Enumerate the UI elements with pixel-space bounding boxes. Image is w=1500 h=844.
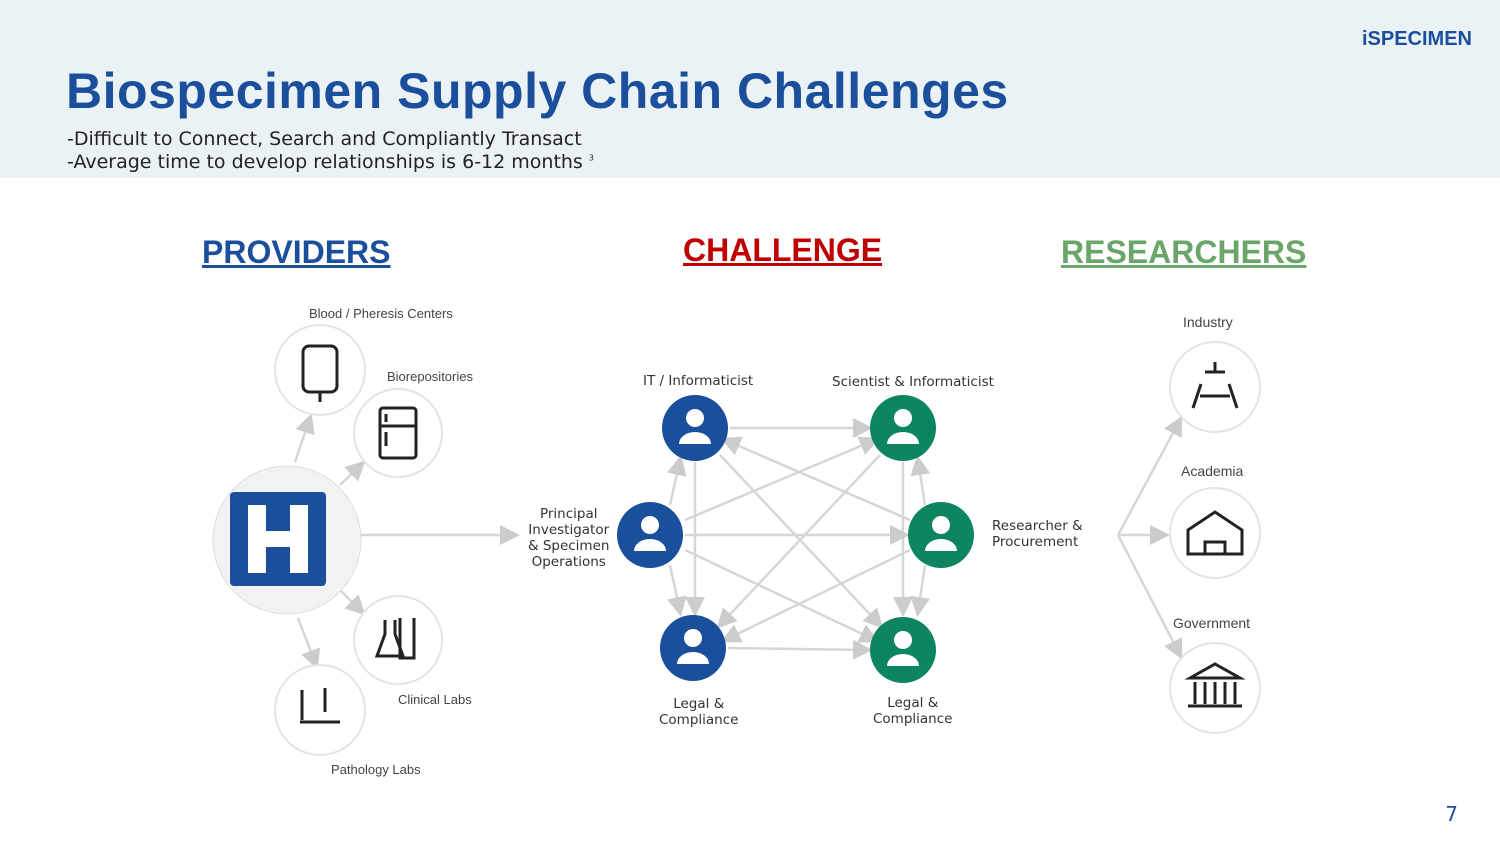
connector-lines bbox=[293, 413, 1183, 670]
label-government: Government bbox=[1173, 615, 1251, 631]
researcher-node bbox=[908, 502, 974, 568]
subtitle-line-2: -Average time to develop relationships i… bbox=[67, 151, 594, 173]
ispecimen-logo: iSPECIMEN bbox=[1361, 28, 1472, 50]
legal-node-2 bbox=[870, 617, 936, 683]
pi-node bbox=[617, 502, 683, 568]
pathology-lab-node bbox=[274, 664, 366, 756]
label-industry: Industry bbox=[1183, 314, 1233, 330]
microscope-icon bbox=[300, 688, 340, 724]
label-it: IT / Informaticist bbox=[643, 373, 754, 389]
label-researcher-procurement: Researcher &Procurement bbox=[992, 518, 1083, 550]
label-blood-centers: Blood / Pheresis Centers bbox=[309, 306, 453, 321]
label-legal-2: Legal &Compliance bbox=[873, 695, 953, 727]
lab-stand-icon bbox=[1191, 362, 1239, 409]
subtitle-line-1: -Difficult to Connect, Search and Compli… bbox=[67, 128, 582, 150]
researchers-heading: RESEARCHERS bbox=[1061, 234, 1307, 270]
blood-center-node bbox=[274, 324, 366, 416]
challenge-nodes bbox=[617, 395, 974, 683]
it-node bbox=[662, 395, 728, 461]
person-icons bbox=[634, 409, 957, 666]
label-scientist: Scientist & Informaticist bbox=[832, 374, 994, 390]
legal-node-1 bbox=[660, 615, 726, 681]
label-biorepositories: Biorepositories bbox=[387, 369, 473, 384]
biorepository-node bbox=[353, 388, 443, 478]
providers-heading: PROVIDERS bbox=[202, 234, 391, 270]
school-icon bbox=[1186, 510, 1244, 556]
fridge-icon bbox=[378, 406, 418, 460]
government-building-icon bbox=[1184, 662, 1246, 708]
label-pathology-labs: Pathology Labs bbox=[331, 762, 421, 777]
industry-node bbox=[1169, 341, 1261, 433]
challenge-heading: CHALLENGE bbox=[683, 232, 883, 268]
label-academia: Academia bbox=[1181, 463, 1244, 479]
scientist-node bbox=[870, 395, 936, 461]
label-clinical-labs: Clinical Labs bbox=[398, 692, 472, 707]
academia-node bbox=[1169, 487, 1261, 579]
page-title: Biospecimen Supply Chain Challenges bbox=[66, 63, 1009, 119]
flask-icon bbox=[374, 618, 416, 660]
page-number: 7 bbox=[1445, 802, 1458, 826]
header-band bbox=[0, 0, 1500, 178]
label-legal-1: Legal &Compliance bbox=[659, 696, 739, 728]
